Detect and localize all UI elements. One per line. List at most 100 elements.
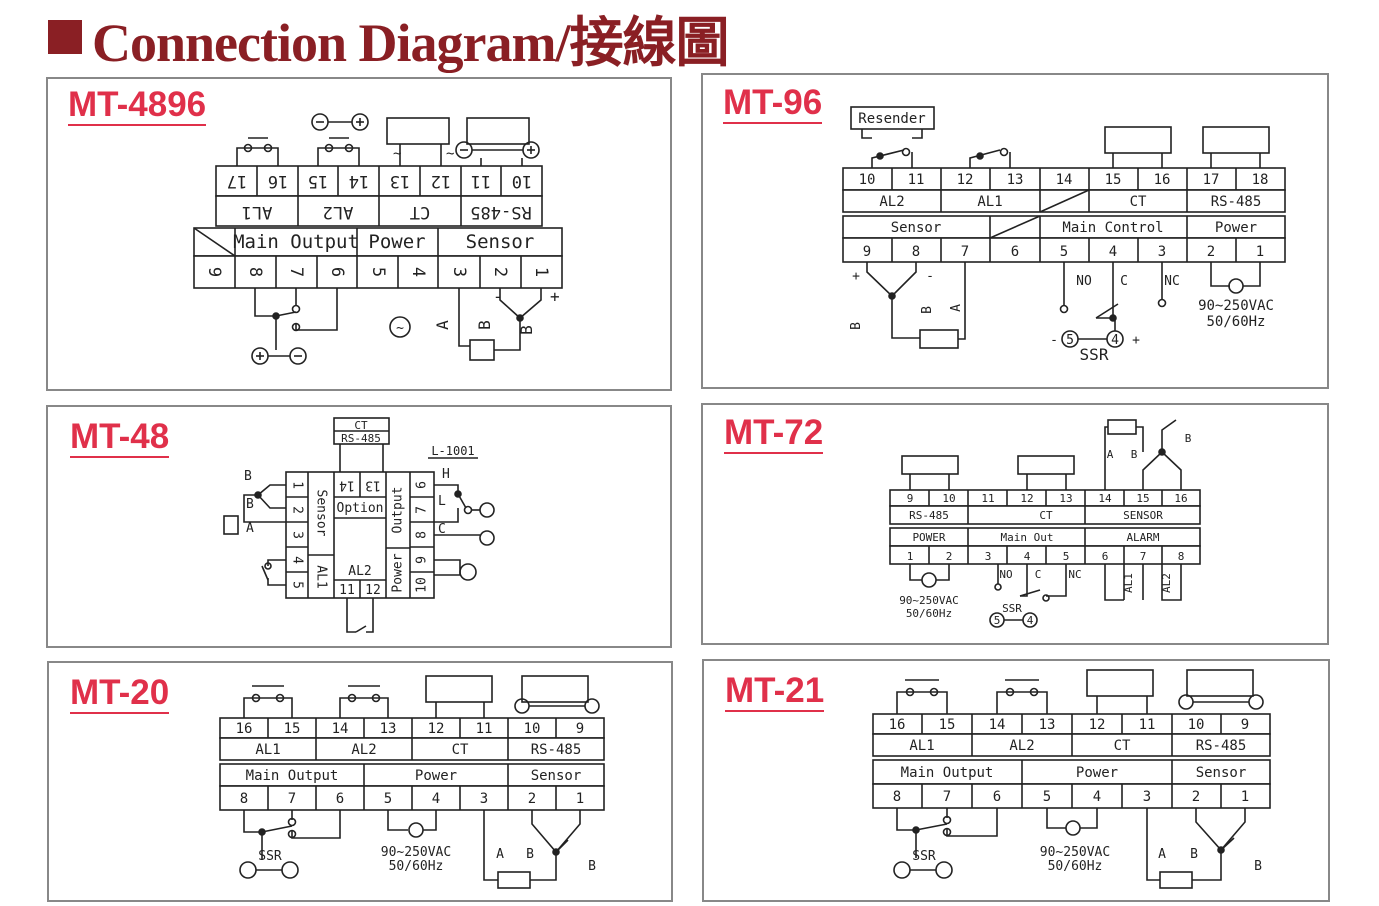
mt48-term-1: 1 bbox=[290, 481, 305, 489]
mt20-term-3: 3 bbox=[480, 791, 488, 807]
mt48-term-2: 2 bbox=[290, 506, 305, 514]
mt48-b1: B bbox=[244, 469, 252, 484]
mt4896-minus: - bbox=[493, 287, 503, 306]
mt96-term-3: 3 bbox=[1158, 244, 1166, 260]
mt72-term-12: 12 bbox=[1020, 492, 1033, 505]
mt96-ssr: SSR bbox=[1080, 345, 1109, 364]
mt48-term-9: 9 bbox=[415, 556, 430, 564]
mt72-term-14: 14 bbox=[1098, 492, 1112, 505]
mt96-term-11: 11 bbox=[908, 172, 925, 188]
mt4896-sensor-b2: B bbox=[517, 325, 536, 335]
mt20-group-al2: AL2 bbox=[351, 742, 376, 758]
mt96-term-1: 1 bbox=[1256, 244, 1264, 260]
mt48-term-7: 7 bbox=[415, 506, 430, 514]
mt48-term-8: 8 bbox=[415, 531, 430, 539]
mt20-b: B bbox=[526, 847, 534, 862]
mt4896-main-output: Main Output bbox=[233, 231, 359, 253]
mt20-term-7: 7 bbox=[288, 791, 296, 807]
mt20-a: A bbox=[496, 847, 504, 862]
mt4896-term-1: 1 bbox=[531, 267, 551, 277]
mt20-term-12: 12 bbox=[428, 721, 445, 737]
mt96-wiring bbox=[861, 126, 1270, 349]
mt21-term-16: 16 bbox=[889, 717, 906, 733]
mt4896-mid-row bbox=[193, 227, 563, 257]
mt21-group-ct: CT bbox=[1114, 738, 1131, 754]
mt48-al2: AL2 bbox=[348, 564, 371, 579]
mt20-group-ct: CT bbox=[452, 742, 469, 758]
mt21-b2: B bbox=[1254, 859, 1262, 874]
page-title: Connection Diagram/接線圖 bbox=[48, 6, 729, 73]
mt72-a: A bbox=[1107, 448, 1114, 461]
mt96-group-al2: AL2 bbox=[879, 194, 904, 210]
mt20-term-16: 16 bbox=[236, 721, 253, 737]
mt4896-power-tilde: ~ bbox=[396, 321, 404, 336]
mt96-term-10: 10 bbox=[859, 172, 876, 188]
mt72-frequency: 50/60Hz bbox=[906, 607, 952, 620]
mt72-term-8: 8 bbox=[1178, 550, 1185, 563]
mt4896-term-6: 6 bbox=[327, 267, 347, 277]
mt72-ssr: SSR bbox=[1002, 602, 1022, 615]
mt72-ssr-5: 5 bbox=[994, 614, 1001, 627]
mt20-term-13: 13 bbox=[380, 721, 397, 737]
mt20-ssr: SSR bbox=[258, 849, 282, 864]
mt21-term-6: 6 bbox=[993, 789, 1001, 805]
mt72-al1: AL1 bbox=[1122, 573, 1135, 593]
mt4896-plus: + bbox=[550, 287, 560, 306]
mt20-group-al1: AL1 bbox=[255, 742, 280, 758]
mt21-term-7: 7 bbox=[943, 789, 951, 805]
title-text: Connection Diagram/接線圖 bbox=[92, 12, 729, 73]
mt72-ssr-4: 4 bbox=[1027, 614, 1034, 627]
mt4896-group-ct: CT bbox=[410, 202, 430, 222]
mt21-term-14: 14 bbox=[989, 717, 1006, 733]
mt20-term-15: 15 bbox=[284, 721, 301, 737]
mt96-term-7: 7 bbox=[961, 244, 969, 260]
mt4896-term-13: 13 bbox=[390, 171, 410, 191]
mt21-power: Power bbox=[1076, 765, 1118, 781]
model-label-mt21: MT-21 bbox=[725, 671, 825, 712]
mt96-ssr-4: 4 bbox=[1111, 333, 1119, 348]
mt48-term-14: 14 bbox=[339, 478, 355, 493]
mt96-term-5: 5 bbox=[1060, 244, 1068, 260]
mt72-term-16: 16 bbox=[1174, 492, 1187, 505]
mt20-term-8: 8 bbox=[240, 791, 248, 807]
mt4896-bottom-row bbox=[193, 255, 563, 289]
mt21-group-rs485: RS-485 bbox=[1196, 738, 1247, 754]
mt20-b2: B bbox=[588, 859, 596, 874]
mt4896-term-5: 5 bbox=[368, 267, 388, 277]
mt20-term-14: 14 bbox=[332, 721, 349, 737]
mt4896-bottom-wiring bbox=[251, 288, 542, 365]
mt48-term-5: 5 bbox=[290, 581, 305, 589]
mt48-l1001: L-1001 bbox=[431, 444, 474, 458]
mt21-term-12: 12 bbox=[1089, 717, 1106, 733]
mt48-power: Power bbox=[391, 553, 406, 592]
mt96-group-rs485: RS-485 bbox=[1211, 194, 1262, 210]
mt4896-sensor-a: A bbox=[433, 320, 452, 330]
mt4896-power: Power bbox=[368, 231, 425, 253]
mt4896-group-rs485: RS-485 bbox=[470, 202, 531, 222]
mt72-term-5: 5 bbox=[1063, 550, 1070, 563]
mt20-term-4: 4 bbox=[432, 791, 440, 807]
mt96-no: NO bbox=[1076, 274, 1092, 289]
mt96-term-16: 16 bbox=[1154, 172, 1171, 188]
mt20-term-6: 6 bbox=[336, 791, 344, 807]
mt48-c: C bbox=[438, 522, 446, 537]
mt4896-sensor: Sensor bbox=[466, 231, 535, 253]
mt20-group-rs485: RS-485 bbox=[531, 742, 582, 758]
mt4896-term-4: 4 bbox=[408, 267, 428, 277]
mt21-term-1: 1 bbox=[1241, 789, 1249, 805]
mt20-voltage: 90~250VAC bbox=[381, 845, 451, 860]
mt21-a: A bbox=[1158, 847, 1166, 862]
mt4896-top-wiring bbox=[236, 113, 540, 166]
mt4896-term-14: 14 bbox=[349, 171, 369, 191]
mt48-ct: CT bbox=[354, 419, 368, 432]
model-label-mt96: MT-96 bbox=[723, 83, 823, 124]
mt96-term-9: 9 bbox=[863, 244, 871, 260]
mt20-term-2: 2 bbox=[528, 791, 536, 807]
mt96-term-4: 4 bbox=[1109, 244, 1117, 260]
mt72-al2: AL2 bbox=[1160, 573, 1173, 593]
model-label-mt20: MT-20 bbox=[70, 673, 170, 714]
model-label-mt72: MT-72 bbox=[724, 413, 824, 454]
model-label-mt48: MT-48 bbox=[70, 417, 170, 458]
